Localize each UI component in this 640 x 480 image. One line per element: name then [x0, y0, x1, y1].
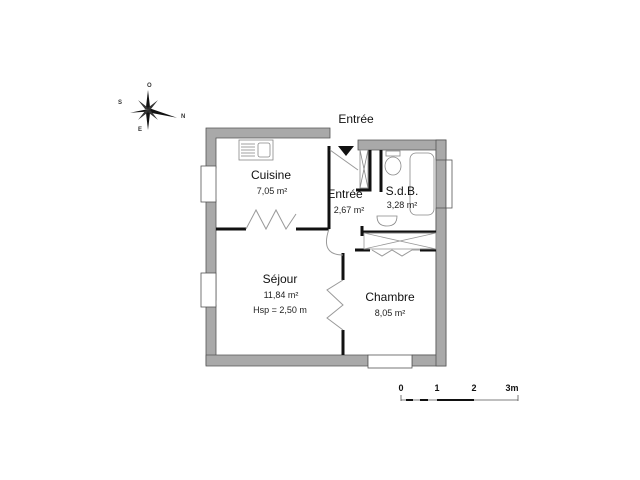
room-area-entree: 2,67 m² — [333, 205, 365, 215]
closet — [363, 232, 437, 250]
entrance-arrow-icon — [338, 146, 354, 156]
room-ceiling-height-sejour: Hsp = 2,50 m — [253, 305, 307, 315]
room-area-sejour: 11,84 m² — [263, 290, 299, 300]
room-area-sdb: 3,28 m² — [386, 200, 418, 210]
bathroom-fixtures — [359, 149, 435, 227]
compass-west-label: O — [147, 83, 152, 89]
room-area-chambre: 8,05 m² — [374, 308, 406, 318]
windows — [200, 159, 453, 369]
compass-east-label: E — [138, 127, 143, 133]
kitchen-sink-icon — [238, 139, 274, 161]
washbasin-icon — [376, 215, 398, 227]
scale-tick-0: 0 — [398, 383, 404, 393]
scale-tick-1: 1 — [434, 383, 440, 393]
bathtub-icon — [409, 152, 435, 216]
room-name-sejour: Séjour — [262, 272, 298, 286]
room-name-sdb: S.d.B. — [385, 184, 419, 198]
room-area-cuisine: 7,05 m² — [256, 186, 288, 196]
entrance-label: Entrée — [338, 112, 374, 126]
toilet-icon — [384, 156, 402, 176]
partitions — [216, 146, 436, 355]
scale-tick-2: 2 — [471, 383, 477, 393]
scale-tick-3m: 3m — [505, 383, 519, 393]
room-name-entree: Entrée — [327, 187, 363, 201]
doors — [245, 149, 420, 331]
compass-rose-icon — [130, 90, 177, 130]
room-name-cuisine: Cuisine — [250, 168, 292, 182]
compass-north-label: N — [181, 114, 186, 120]
room-name-chambre: Chambre — [365, 290, 415, 304]
compass-south-label: S — [118, 100, 123, 106]
scale-bar — [400, 395, 519, 401]
